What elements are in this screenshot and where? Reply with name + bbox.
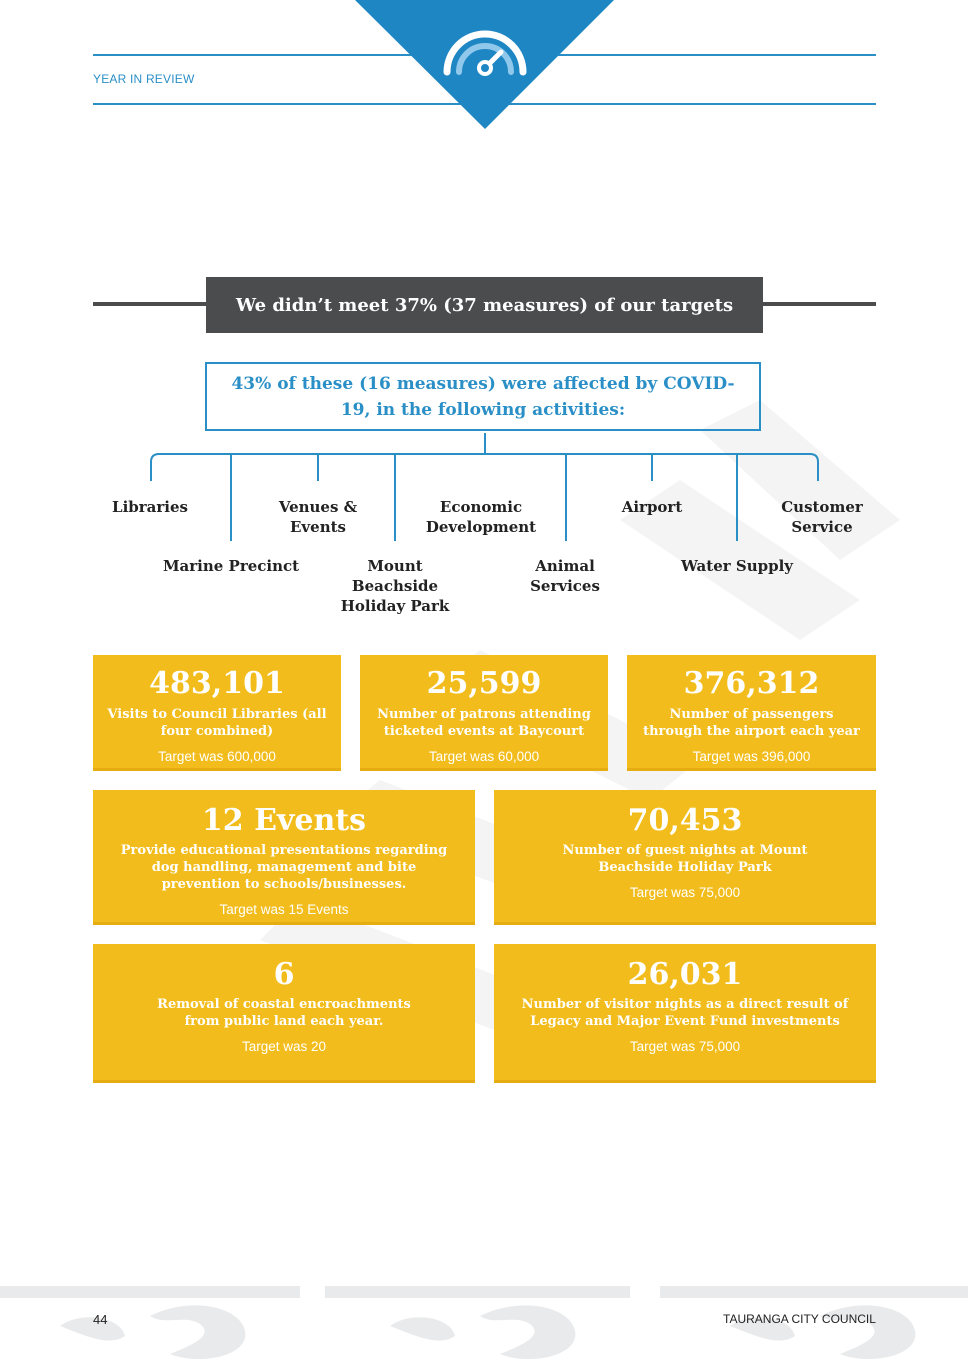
stat-description: Number of passengers through the airport… <box>643 707 860 739</box>
stat-value: 25,599 <box>426 666 542 701</box>
stat-card-libraries: 483,101 Visits to Council Libraries (all… <box>93 655 341 771</box>
header-badge <box>355 0 614 129</box>
covid-impact-box: 43% of these (16 measures) were affected… <box>205 362 761 431</box>
stat-value: 26,031 <box>627 957 743 992</box>
stat-card-visitor-nights: 26,031 Number of visitor nights as a dir… <box>494 944 876 1083</box>
stat-description: Number of patrons attending ticketed eve… <box>377 707 591 739</box>
header-rule-bottom-left <box>93 103 463 105</box>
activity-water-supply: Water Supply <box>681 557 793 575</box>
stat-value: 6 <box>273 957 295 992</box>
stat-description: Removal of coastal encroachments from pu… <box>157 997 411 1029</box>
activity-airport: Airport <box>621 498 683 516</box>
activity-animal-services: Animal Services <box>530 557 600 595</box>
page-number: 44 <box>93 1312 108 1327</box>
activity-tree-connectors <box>150 433 819 541</box>
footer-pattern <box>0 1286 968 1360</box>
stat-value: 12 Events <box>201 803 367 838</box>
stat-card-coastal-encroachments: 6 Removal of coastal encroachments from … <box>93 944 475 1083</box>
stat-description: Visits to Council Libraries (all four co… <box>107 707 327 739</box>
stat-card-holiday-park: 70,453 Number of guest nights at Mount B… <box>494 790 876 925</box>
banner-rule-right <box>762 302 876 306</box>
banner-rule-left <box>93 302 207 306</box>
header-rule-top-left <box>93 54 413 56</box>
stat-target: Target was 15 Events <box>219 902 349 917</box>
stat-target: Target was 20 <box>241 1039 327 1054</box>
stat-description: Number of guest nights at Mount Beachsid… <box>562 843 808 875</box>
activity-economic-development: Economic Development <box>425 498 537 536</box>
stat-card-airport: 376,312 Number of passengers through the… <box>627 655 876 771</box>
header-rule-bottom-right <box>506 103 876 105</box>
stat-card-dog-education: 12 Events Provide educational presentati… <box>93 790 475 925</box>
footer-organisation: TAURANGA CITY COUNCIL <box>723 1312 876 1326</box>
stat-target: Target was 600,000 <box>158 749 276 764</box>
section-label: YEAR IN REVIEW <box>93 72 195 86</box>
stat-value: 483,101 <box>149 666 285 701</box>
stat-target: Target was 60,000 <box>428 749 540 764</box>
stat-value: 70,453 <box>627 803 743 838</box>
stat-value: 376,312 <box>683 666 820 701</box>
activity-libraries: Libraries <box>112 498 188 516</box>
activity-mount-beachside: Mount Beachside Holiday Park <box>340 557 450 615</box>
stat-target: Target was 75,000 <box>629 885 741 900</box>
activity-venues-events: Venues & Events <box>278 498 358 536</box>
stat-description: Provide educational presentations regard… <box>120 843 448 892</box>
activity-marine-precinct: Marine Precinct <box>162 557 300 575</box>
stat-card-baycourt: 25,599 Number of patrons attending ticke… <box>360 655 608 771</box>
targets-banner: We didn’t meet 37% (37 measures) of our … <box>206 277 763 333</box>
header-rule-top-right <box>556 54 876 56</box>
stat-description: Number of visitor nights as a direct res… <box>521 997 849 1029</box>
speedometer-icon <box>443 30 527 76</box>
stat-target: Target was 396,000 <box>692 749 811 764</box>
stat-target: Target was 75,000 <box>629 1039 741 1054</box>
activity-customer-service: Customer Service <box>781 498 863 536</box>
